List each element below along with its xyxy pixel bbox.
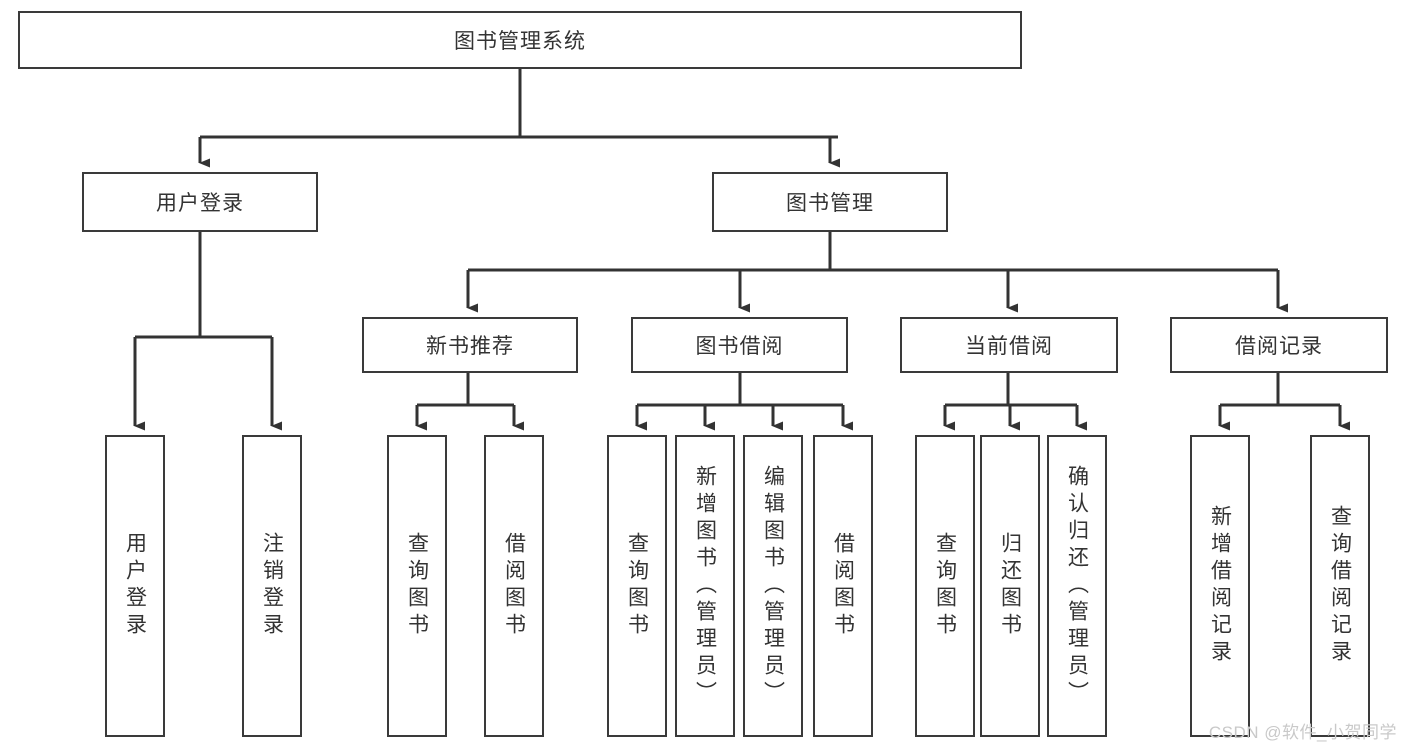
leaf-edit-book-admin[interactable]: 编辑图书（管理员） <box>743 435 803 737</box>
watermark: CSDN @软件_小贺同学 <box>1208 723 1397 742</box>
leaf-query-book-borrow-label: 查询图书 <box>625 532 649 640</box>
edge-current-to-leaves <box>943 373 1087 431</box>
node-new-book-recommend-label: 新书推荐 <box>426 335 514 358</box>
leaf-add-book-admin-label: 新增图书（管理员） <box>693 464 717 708</box>
leaf-query-borrow-record-label: 查询借阅记录 <box>1328 505 1352 667</box>
leaf-edit-book-admin-label: 编辑图书（管理员） <box>761 464 785 708</box>
leaf-add-borrow-record-label: 新增借阅记录 <box>1208 505 1232 667</box>
leaf-query-book-recommend[interactable]: 查询图书 <box>387 435 447 737</box>
node-current-borrow-label: 当前借阅 <box>965 335 1053 358</box>
leaf-add-borrow-record[interactable]: 新增借阅记录 <box>1190 435 1250 737</box>
node-borrow-record-label: 借阅记录 <box>1235 335 1323 358</box>
leaf-query-book-borrow[interactable]: 查询图书 <box>607 435 667 737</box>
leaf-return-book-label: 归还图书 <box>998 532 1022 640</box>
node-user-login-label: 用户登录 <box>156 192 244 215</box>
leaf-borrow-book-recommend[interactable]: 借阅图书 <box>484 435 544 737</box>
leaf-return-book[interactable]: 归还图书 <box>980 435 1040 737</box>
edge-userlogin-to-leaves <box>133 232 282 431</box>
leaf-borrow-book[interactable]: 借阅图书 <box>813 435 873 737</box>
node-borrow-record[interactable]: 借阅记录 <box>1170 317 1388 373</box>
leaf-query-book-recommend-label: 查询图书 <box>405 532 429 640</box>
leaf-confirm-return-admin[interactable]: 确认归还（管理员） <box>1047 435 1107 737</box>
node-root-label: 图书管理系统 <box>454 30 586 53</box>
leaf-logout-label: 注销登录 <box>260 532 284 640</box>
edge-record-to-leaves <box>1218 373 1350 431</box>
leaf-confirm-return-admin-label: 确认归还（管理员） <box>1065 464 1089 708</box>
node-book-borrow-label: 图书借阅 <box>695 335 784 358</box>
node-user-login[interactable]: 用户登录 <box>82 172 318 232</box>
edge-newbook-to-leaves <box>415 373 524 431</box>
leaf-borrow-book-recommend-label: 借阅图书 <box>502 532 526 640</box>
node-root[interactable]: 图书管理系统 <box>18 11 1022 69</box>
edge-bookmgmt-to-level2 <box>466 232 1288 313</box>
node-book-management-label: 图书管理 <box>786 192 874 215</box>
leaf-query-book-current-label: 查询图书 <box>933 532 957 640</box>
node-new-book-recommend[interactable]: 新书推荐 <box>362 317 578 373</box>
edge-borrow-to-leaves <box>635 373 853 431</box>
leaf-query-borrow-record[interactable]: 查询借阅记录 <box>1310 435 1370 737</box>
leaf-borrow-book-label: 借阅图书 <box>831 532 855 640</box>
leaf-user-login[interactable]: 用户登录 <box>105 435 165 737</box>
node-book-borrow[interactable]: 图书借阅 <box>631 317 848 373</box>
node-current-borrow[interactable]: 当前借阅 <box>900 317 1118 373</box>
leaf-query-book-current[interactable]: 查询图书 <box>915 435 975 737</box>
leaf-user-login-label: 用户登录 <box>123 532 147 640</box>
leaf-add-book-admin[interactable]: 新增图书（管理员） <box>675 435 735 737</box>
leaf-logout[interactable]: 注销登录 <box>242 435 302 737</box>
node-book-management[interactable]: 图书管理 <box>712 172 948 232</box>
edge-root-to-level1 <box>198 69 840 168</box>
